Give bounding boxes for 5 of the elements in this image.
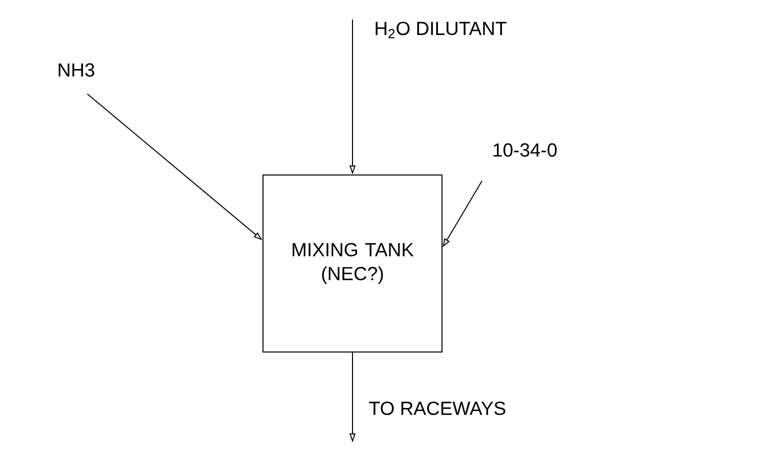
stream-label: H$_{2}$O DILUTANT: [376, 22, 506, 38]
stream-label: NH3: [58, 63, 94, 77]
tank-box: MIXING TANK (NEC?): [262, 174, 442, 352]
edge-label: TO RACEWAYS: [369, 402, 506, 415]
stream-label: 10-34-0: [494, 143, 557, 157]
